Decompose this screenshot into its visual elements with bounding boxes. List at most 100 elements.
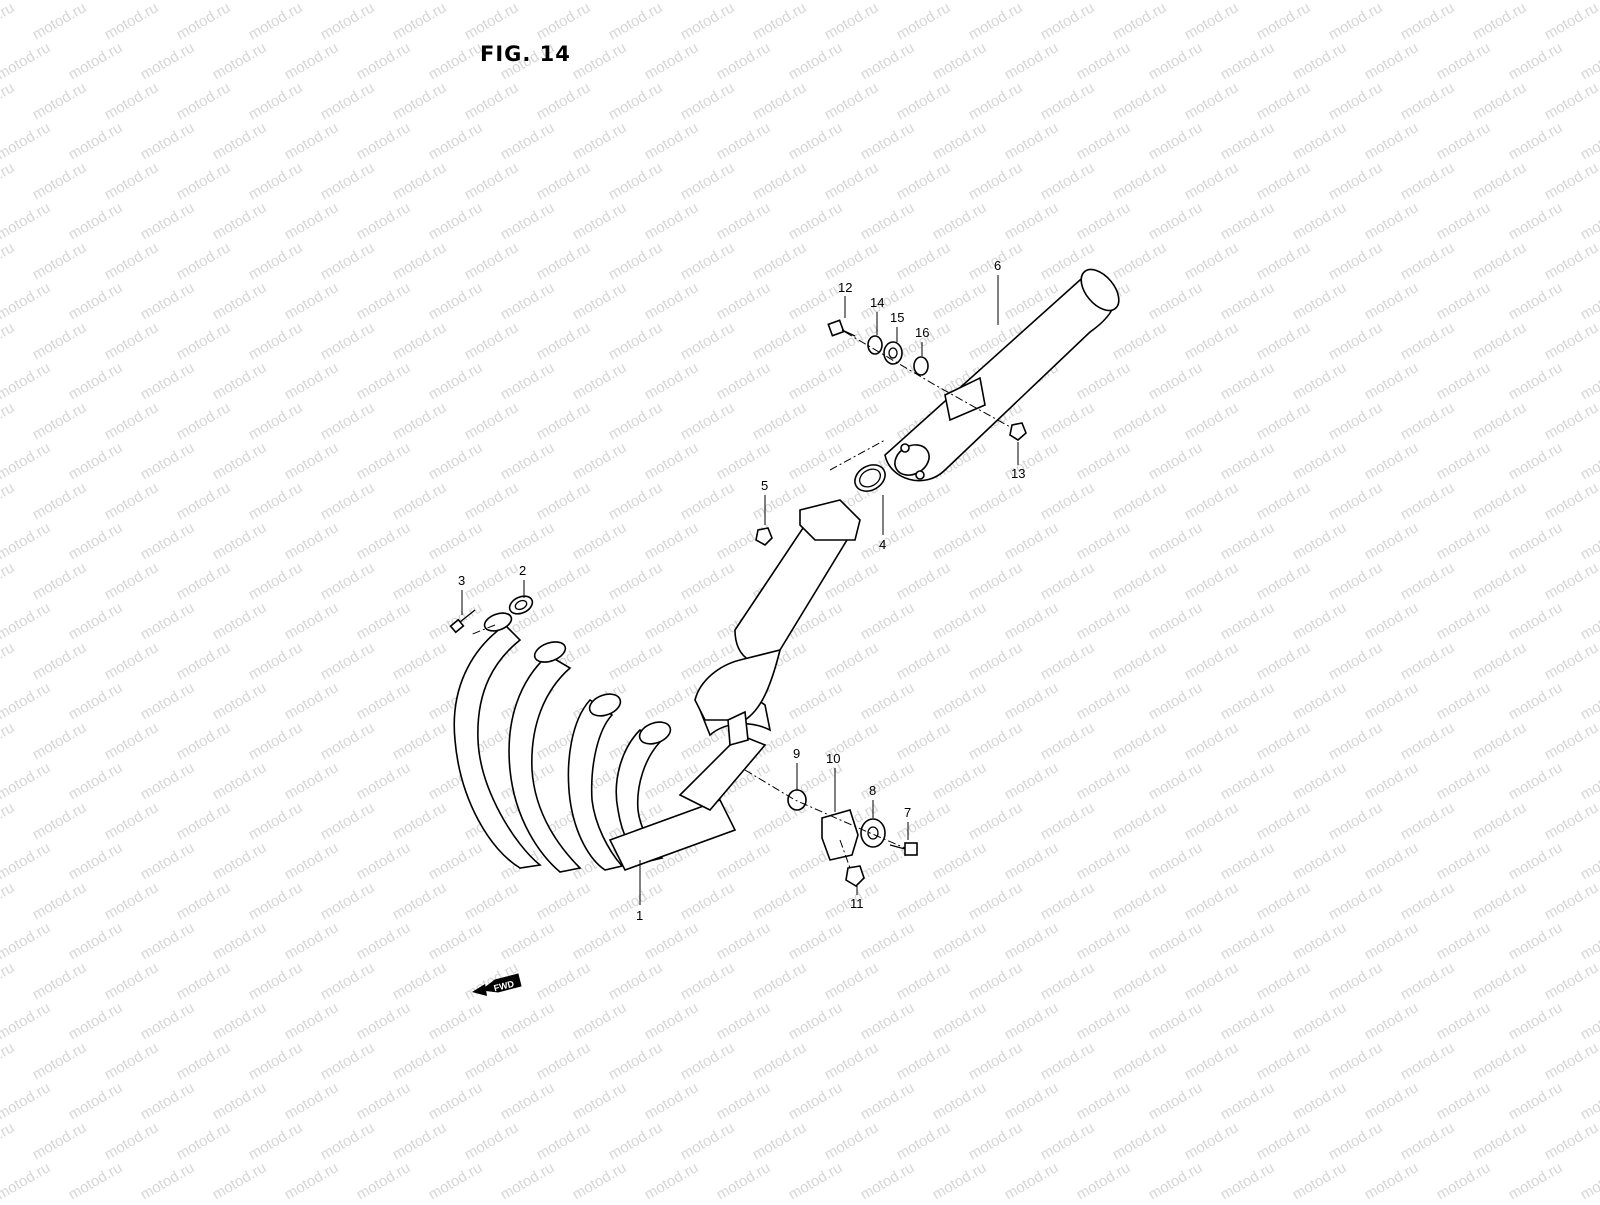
watermark-text: motod.ru <box>1578 759 1600 803</box>
watermark-text: motod.ru <box>1506 439 1566 483</box>
watermark-text: motod.ru <box>0 719 17 763</box>
nut-part-5 <box>756 528 772 545</box>
watermark-text: motod.ru <box>1146 919 1206 963</box>
watermark-text: motod.ru <box>102 159 162 203</box>
watermark-text: motod.ru <box>1182 479 1242 523</box>
watermark-text: motod.ru <box>354 1079 414 1123</box>
watermark-text: motod.ru <box>318 719 378 763</box>
watermark-text: motod.ru <box>1074 999 1134 1043</box>
watermark-text: motod.ru <box>1254 479 1314 523</box>
watermark-text: motod.ru <box>894 159 954 203</box>
watermark-text: motod.ru <box>174 479 234 523</box>
watermark-text: motod.ru <box>210 359 270 403</box>
watermark-text: motod.ru <box>138 999 198 1043</box>
watermark-text: motod.ru <box>390 1039 450 1083</box>
callout-16: 16 <box>915 325 929 340</box>
watermark-text: motod.ru <box>390 879 450 923</box>
bolt-part-12 <box>828 320 855 336</box>
watermark-text: motod.ru <box>1506 919 1566 963</box>
watermark-text: motod.ru <box>174 879 234 923</box>
watermark-text: motod.ru <box>534 399 594 443</box>
watermark-text: motod.ru <box>1362 1079 1422 1123</box>
watermark-text: motod.ru <box>1002 839 1062 883</box>
watermark-text: motod.ru <box>858 999 918 1043</box>
watermark-text: motod.ru <box>498 359 558 403</box>
watermark-text: motod.ru <box>282 679 342 723</box>
watermark-text: motod.ru <box>318 239 378 283</box>
watermark-text: motod.ru <box>750 159 810 203</box>
watermark-text: motod.ru <box>1470 1119 1530 1163</box>
watermark-text: motod.ru <box>282 439 342 483</box>
watermark-text: motod.ru <box>0 1159 53 1200</box>
watermark-text: motod.ru <box>282 119 342 163</box>
watermark-text: motod.ru <box>354 999 414 1043</box>
watermark-text: motod.ru <box>606 79 666 123</box>
watermark-text: motod.ru <box>354 119 414 163</box>
watermark-text: motod.ru <box>786 1079 846 1123</box>
watermark-text: motod.ru <box>102 0 162 43</box>
watermark-text: motod.ru <box>390 959 450 1003</box>
watermark-text: motod.ru <box>1218 279 1278 323</box>
watermark-text: motod.ru <box>1290 919 1350 963</box>
watermark-text: motod.ru <box>66 359 126 403</box>
watermark-text: motod.ru <box>534 1039 594 1083</box>
watermark-text: motod.ru <box>354 919 414 963</box>
watermark-text: motod.ru <box>1506 759 1566 803</box>
watermark-text: motod.ru <box>138 439 198 483</box>
watermark-text: motod.ru <box>642 39 702 83</box>
watermark-text: motod.ru <box>1434 919 1494 963</box>
watermark-text: motod.ru <box>1254 719 1314 763</box>
watermark-text: motod.ru <box>102 319 162 363</box>
watermark-text: motod.ru <box>570 119 630 163</box>
watermark-text: motod.ru <box>354 759 414 803</box>
watermark-text: motod.ru <box>354 599 414 643</box>
watermark-text: motod.ru <box>1254 799 1314 843</box>
watermark-text: motod.ru <box>1002 919 1062 963</box>
watermark-text: motod.ru <box>750 399 810 443</box>
watermark-text: motod.ru <box>642 679 702 723</box>
watermark-text: motod.ru <box>966 799 1026 843</box>
watermark-text: motod.ru <box>426 39 486 83</box>
callout-10: 10 <box>826 751 840 766</box>
watermark-text: motod.ru <box>498 999 558 1043</box>
watermark-text: motod.ru <box>750 879 810 923</box>
watermark-text: motod.ru <box>1434 599 1494 643</box>
watermark-text: motod.ru <box>1290 119 1350 163</box>
watermark-text: motod.ru <box>966 79 1026 123</box>
watermark-text: motod.ru <box>714 1079 774 1123</box>
figure-title: FIG. 14 <box>480 42 571 66</box>
watermark-text: motod.ru <box>0 999 53 1043</box>
watermark-text: motod.ru <box>30 479 90 523</box>
watermark-text: motod.ru <box>0 559 17 603</box>
watermark-text: motod.ru <box>966 1119 1026 1163</box>
watermark-text: motod.ru <box>1002 519 1062 563</box>
watermark-text: motod.ru <box>966 719 1026 763</box>
watermark-text: motod.ru <box>1434 1079 1494 1123</box>
watermark-text: motod.ru <box>570 519 630 563</box>
watermark-text: motod.ru <box>174 239 234 283</box>
watermark-text: motod.ru <box>1578 919 1600 963</box>
watermark-text: motod.ru <box>1074 39 1134 83</box>
watermark-text: motod.ru <box>174 799 234 843</box>
watermark-text: motod.ru <box>822 239 882 283</box>
watermark-text: motod.ru <box>0 479 17 523</box>
watermark-text: motod.ru <box>1146 519 1206 563</box>
watermark-text: motod.ru <box>1146 199 1206 243</box>
watermark-text: motod.ru <box>786 439 846 483</box>
watermark-text: motod.ru <box>102 559 162 603</box>
watermark-text: motod.ru <box>1002 39 1062 83</box>
watermark-text: motod.ru <box>1362 919 1422 963</box>
watermark-text: motod.ru <box>1578 359 1600 403</box>
watermark-text: motod.ru <box>858 519 918 563</box>
watermark-text: motod.ru <box>1218 119 1278 163</box>
watermark-text: motod.ru <box>210 1079 270 1123</box>
watermark-text: motod.ru <box>606 0 666 43</box>
watermark-text: motod.ru <box>750 319 810 363</box>
watermark-text: motod.ru <box>462 559 522 603</box>
watermark-text: motod.ru <box>1182 159 1242 203</box>
watermark-text: motod.ru <box>678 879 738 923</box>
watermark-text: motod.ru <box>1542 1119 1600 1163</box>
watermark-text: motod.ru <box>318 0 378 43</box>
callout-7: 7 <box>904 805 911 820</box>
watermark-text: motod.ru <box>534 479 594 523</box>
